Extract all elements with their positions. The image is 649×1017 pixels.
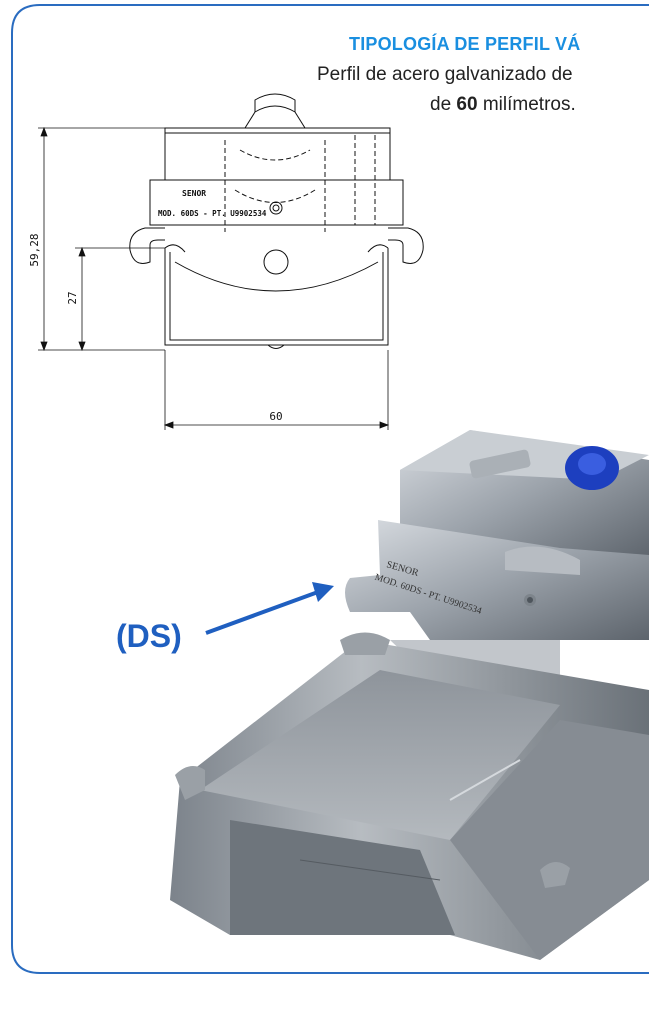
callout-arrow — [205, 590, 319, 635]
drawing-plate-model: MOD. 60DS - PT. U9902534 — [158, 209, 267, 218]
ds-callout-label: (DS) — [116, 618, 182, 654]
ds-plate — [345, 520, 649, 640]
drawing-plate-brand: SENOR — [182, 189, 206, 198]
dimension-total-height: 59,28 — [28, 233, 41, 266]
dimension-profile-height: 27 — [66, 291, 79, 304]
page-title: TIPOLOGÍA DE PERFIL VÁ — [349, 34, 581, 54]
subtitle-line-1: Perfil de acero galvanizado de — [317, 64, 573, 85]
profile-width-value: 60 — [456, 94, 478, 115]
dimension-width: 60 — [269, 410, 282, 423]
subtitle-line-2: de 60 milímetros. — [430, 94, 576, 115]
